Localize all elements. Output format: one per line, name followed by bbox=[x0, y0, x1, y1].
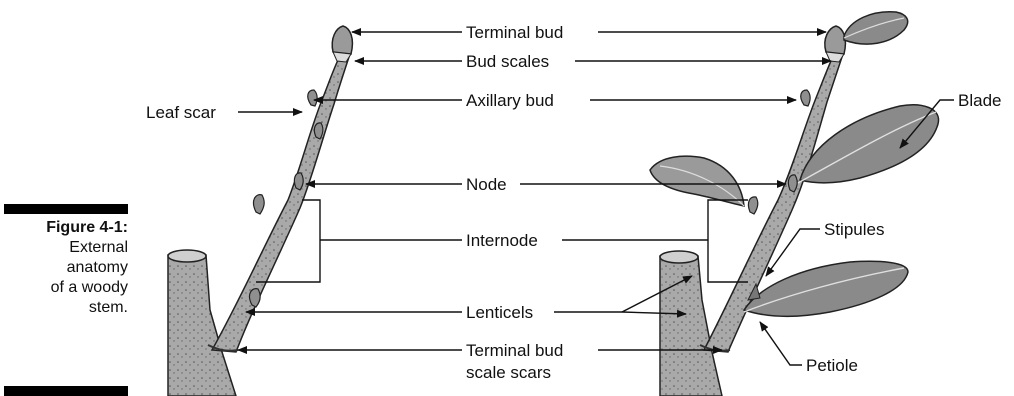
left-stem-illustration bbox=[168, 26, 352, 396]
left-lenticel-bud bbox=[250, 289, 261, 307]
left-bud-4 bbox=[254, 195, 265, 214]
label-axillary-bud: Axillary bud bbox=[466, 91, 554, 110]
left-terminal-bud bbox=[332, 26, 352, 54]
internode-bracket-right bbox=[708, 200, 748, 282]
left-axillary-bud bbox=[308, 90, 317, 106]
label-internode: Internode bbox=[466, 231, 538, 250]
label-scale-scars-line2: scale scars bbox=[466, 363, 551, 382]
top-leaf bbox=[844, 12, 908, 44]
petiole-arrow bbox=[760, 322, 802, 365]
left-node-bud bbox=[294, 173, 303, 190]
right-node-bud bbox=[788, 175, 797, 192]
label-terminal-bud: Terminal bud bbox=[466, 23, 563, 42]
petiole-leaf bbox=[744, 261, 908, 316]
right-trunk-cut bbox=[660, 251, 698, 263]
left-stem-shoot bbox=[212, 52, 350, 352]
label-leaf-scar: Leaf scar bbox=[146, 103, 216, 122]
left-trunk-cut bbox=[168, 250, 206, 262]
label-bud-scales: Bud scales bbox=[466, 52, 549, 71]
label-stipules: Stipules bbox=[824, 220, 884, 239]
label-node: Node bbox=[466, 175, 507, 194]
left-leaf bbox=[650, 156, 744, 206]
right-axillary-bud bbox=[801, 90, 810, 106]
stipule-bud bbox=[748, 197, 757, 214]
label-lenticels: Lenticels bbox=[466, 303, 533, 322]
label-blade: Blade bbox=[958, 91, 1001, 110]
right-terminal-bud bbox=[825, 26, 846, 54]
left-bud-2 bbox=[314, 123, 322, 139]
right-stem-illustration bbox=[650, 12, 939, 396]
label-layer: Terminal bud Bud scales Axillary bud Lea… bbox=[146, 23, 1001, 382]
label-scale-scars-line1: Terminal bud bbox=[466, 341, 563, 360]
label-petiole: Petiole bbox=[806, 356, 858, 375]
